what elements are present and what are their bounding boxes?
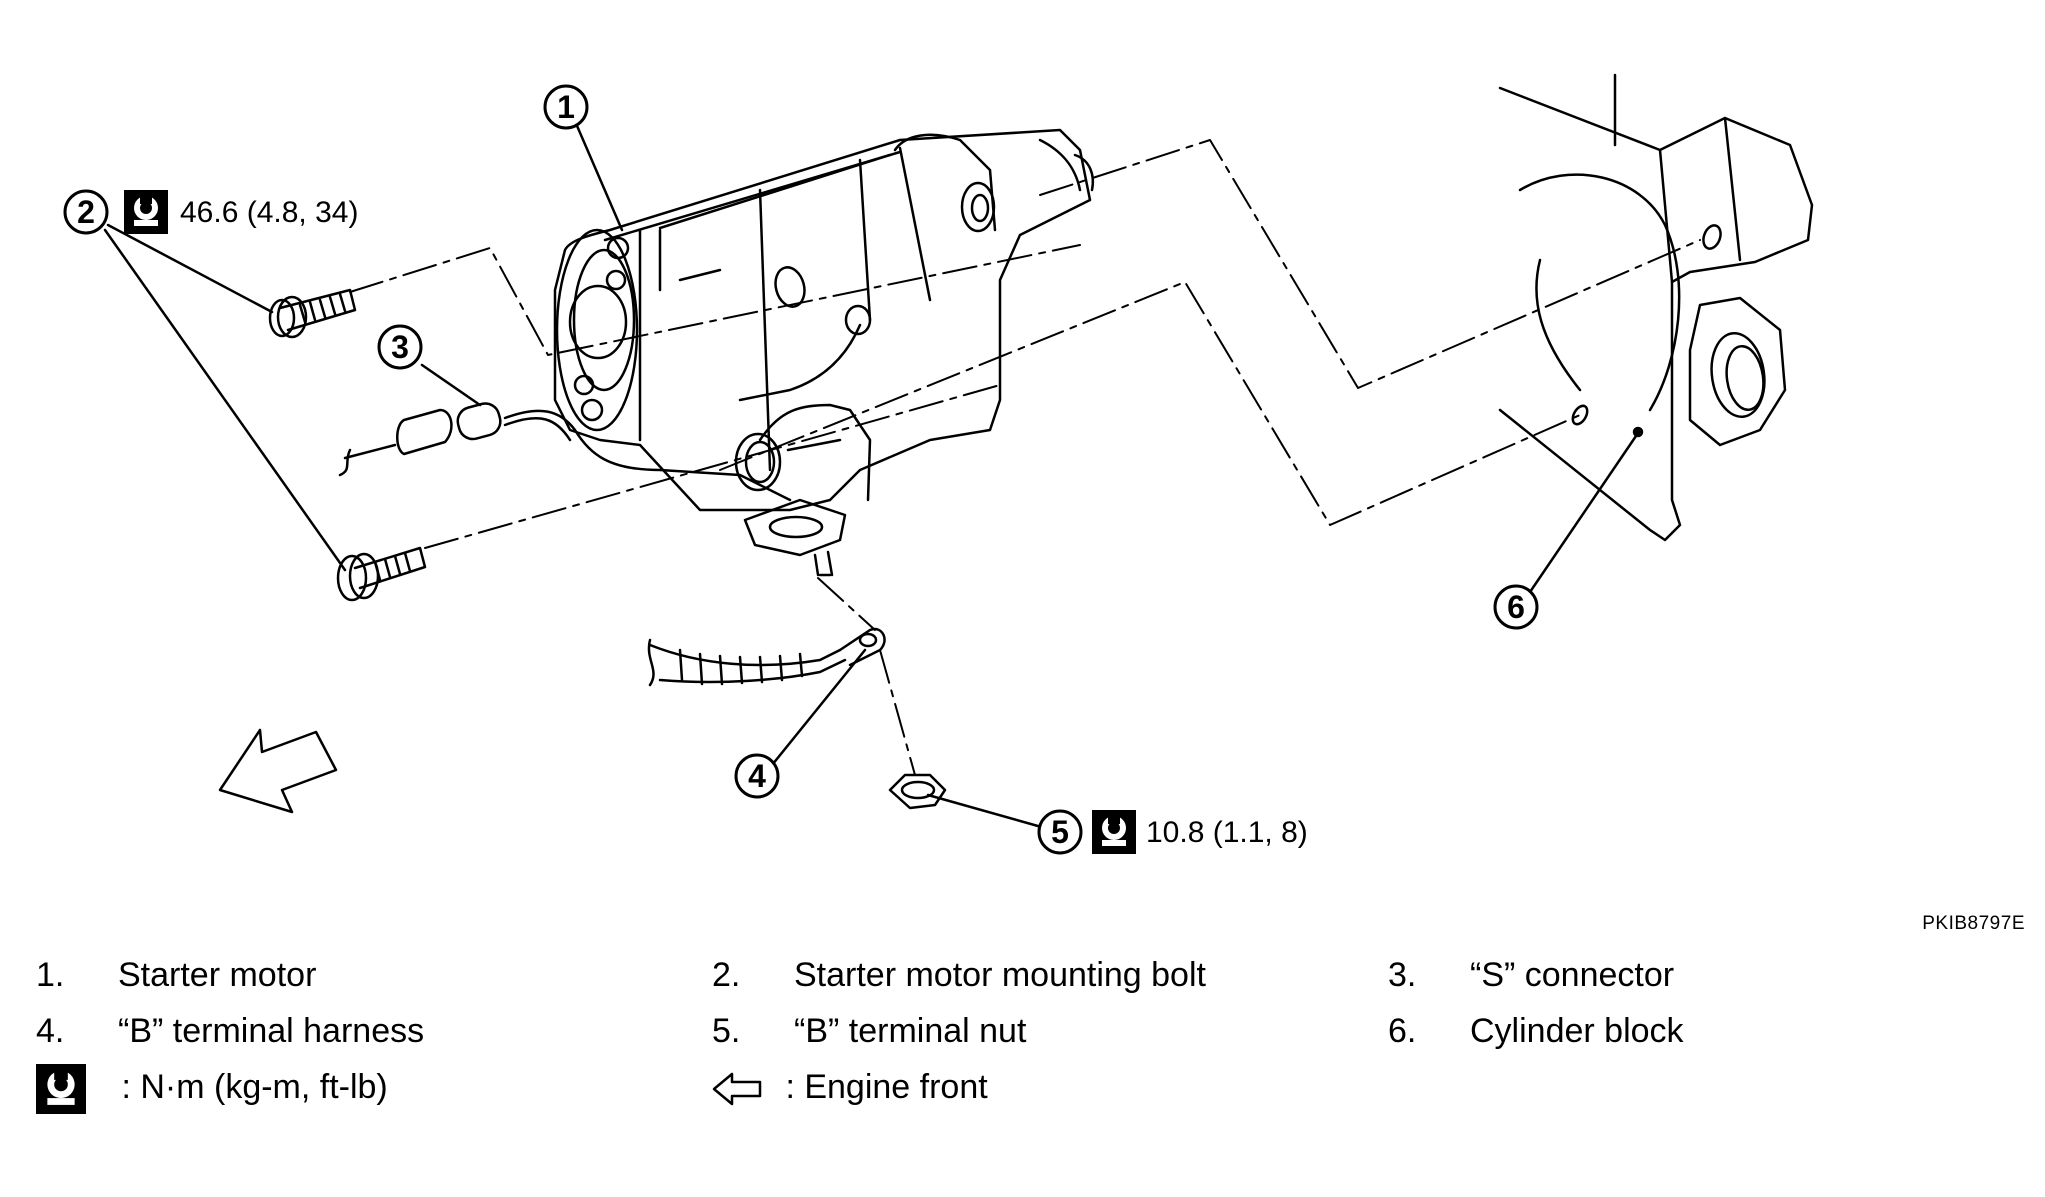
callout-4: 4 bbox=[734, 753, 780, 799]
torque-wrench-icon bbox=[1092, 810, 1136, 854]
figure-code: PKIB8797E bbox=[1922, 913, 2025, 934]
svg-text:3: 3 bbox=[391, 329, 409, 365]
callout-3: 3 bbox=[377, 324, 423, 370]
torque-wrench-icon bbox=[36, 1064, 86, 1115]
callout-2: 2 bbox=[63, 189, 109, 235]
legend-torque-unit: : N·m (kg-m, ft-lb) bbox=[36, 1062, 388, 1115]
s-connector bbox=[338, 402, 792, 502]
starter-motor bbox=[553, 128, 1094, 577]
b-terminal-harness bbox=[647, 627, 886, 687]
torque-wrench-icon bbox=[124, 190, 168, 234]
cylinder-block bbox=[1498, 73, 1814, 542]
engine-front-arrow-icon bbox=[218, 728, 338, 814]
nut-torque-spec: 10.8 (1.1, 8) bbox=[1146, 816, 1308, 849]
callout-6: 6 bbox=[1493, 584, 1539, 630]
callout-1: 1 bbox=[543, 84, 589, 130]
engine-front-arrow-icon bbox=[712, 1072, 762, 1106]
svg-text:6: 6 bbox=[1507, 589, 1525, 625]
callout-5: 5 bbox=[1037, 809, 1083, 855]
legend-engine-front: : Engine front bbox=[712, 1062, 988, 1112]
starter-motor-diagram: 1 2 3 4 5 6 46.6 (4.8, 34) 10.8 (1.1, 8) bbox=[63, 73, 1814, 855]
svg-text:1: 1 bbox=[557, 89, 575, 125]
svg-text:2: 2 bbox=[77, 194, 95, 230]
bolt-torque-spec: 46.6 (4.8, 34) bbox=[180, 196, 358, 229]
b-terminal-nut bbox=[888, 773, 947, 810]
svg-text:4: 4 bbox=[748, 758, 766, 794]
svg-text:5: 5 bbox=[1051, 814, 1069, 850]
legend: 1. Starter motor 2. Starter motor mounti… bbox=[0, 950, 2045, 1190]
mounting-bolt-upper bbox=[268, 288, 357, 339]
mounting-bolt-lower bbox=[336, 546, 427, 602]
